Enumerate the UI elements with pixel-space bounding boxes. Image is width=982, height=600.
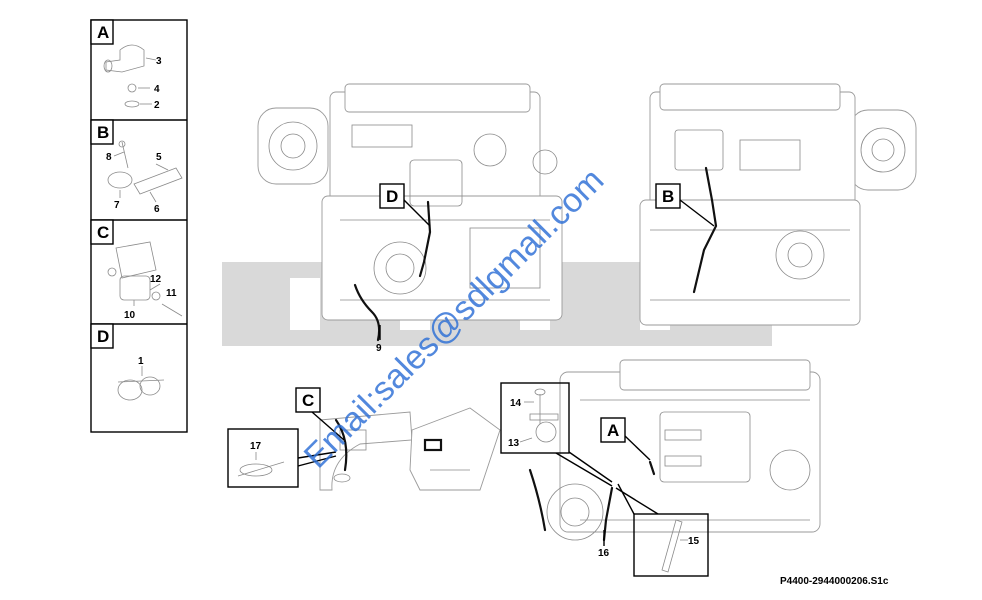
part-number: 9 xyxy=(376,343,382,354)
svg-text:A: A xyxy=(607,421,619,440)
panel-letter: B xyxy=(97,123,109,142)
svg-text:B: B xyxy=(662,187,674,206)
engine-view-top-right xyxy=(639,83,917,326)
part-number: 13 xyxy=(508,438,520,449)
callout-b: B xyxy=(655,183,715,227)
engine-view-top-left xyxy=(257,83,563,342)
panel-letter: A xyxy=(97,23,109,42)
reference-code: P4400-2944000206.S1c xyxy=(780,576,889,587)
part-number: 5 xyxy=(156,152,162,163)
panel-letter: C xyxy=(97,223,109,242)
part-number: 15 xyxy=(688,536,700,547)
part-number: 3 xyxy=(156,56,162,67)
part-number: 14 xyxy=(510,398,522,409)
legend-column: A 3 4 2 B 8 5 7 6 xyxy=(90,19,188,433)
svg-text:D: D xyxy=(386,187,398,206)
svg-text:C: C xyxy=(302,391,314,410)
panel-letter: D xyxy=(97,327,109,346)
legend-panel-d: D 1 xyxy=(90,323,165,401)
part-number: 6 xyxy=(154,204,160,215)
part-number: 16 xyxy=(598,548,610,559)
part-number: 10 xyxy=(124,310,136,321)
part-number: 4 xyxy=(154,84,160,95)
part-number: 17 xyxy=(250,441,262,452)
engine-view-bottom-right xyxy=(528,359,821,542)
legend-panel-b: B 8 5 7 6 xyxy=(90,119,183,215)
bracket-view-bottom-left xyxy=(319,407,501,491)
part-number: 11 xyxy=(166,288,177,299)
callout-c: C 17 xyxy=(227,387,345,488)
legend-panel-c: C 12 11 10 xyxy=(90,219,183,321)
part-number: 1 xyxy=(138,356,144,367)
part-number: 8 xyxy=(106,152,112,163)
callout-d: D 9 xyxy=(376,183,431,354)
legend-panel-a: A 3 4 2 xyxy=(90,19,162,111)
callout-a: A 14 13 15 16 xyxy=(500,382,709,577)
part-number: 2 xyxy=(154,100,160,111)
part-number: 12 xyxy=(150,274,162,285)
part-number: 7 xyxy=(114,200,120,211)
